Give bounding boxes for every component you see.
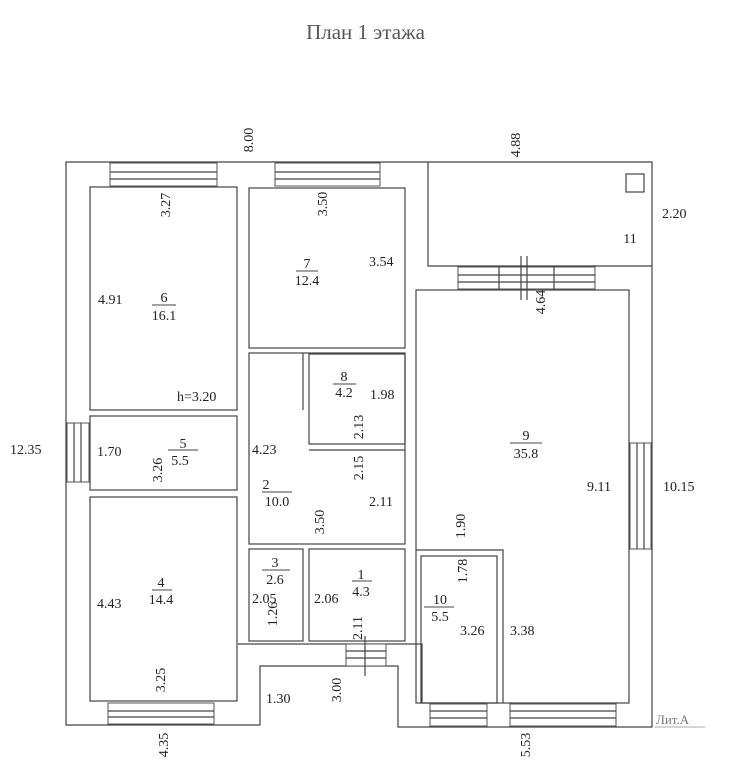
svg-text:11: 11 — [623, 232, 636, 247]
windows — [66, 162, 652, 727]
room-5 — [89, 415, 238, 491]
svg-text:8.00: 8.00 — [242, 128, 257, 153]
svg-text:2.11: 2.11 — [351, 616, 366, 640]
svg-text:9: 9 — [523, 429, 530, 444]
svg-text:h=3.20: h=3.20 — [177, 390, 216, 405]
svg-text:2.13: 2.13 — [352, 415, 367, 440]
svg-text:5: 5 — [180, 437, 187, 452]
svg-text:10: 10 — [433, 593, 447, 608]
svg-text:3.26: 3.26 — [460, 624, 485, 639]
svg-text:9.11: 9.11 — [587, 480, 611, 495]
room-4 — [89, 496, 238, 702]
room-1 — [308, 548, 406, 642]
room-3 — [248, 548, 304, 642]
svg-text:5.5: 5.5 — [431, 610, 449, 625]
liter-label: Лит.А — [656, 712, 690, 727]
svg-text:2.11: 2.11 — [369, 495, 393, 510]
svg-text:4.23: 4.23 — [252, 443, 277, 458]
svg-text:4.88: 4.88 — [509, 133, 524, 158]
svg-text:4.35: 4.35 — [157, 733, 172, 758]
svg-text:4.91: 4.91 — [98, 293, 123, 308]
svg-text:1.78: 1.78 — [456, 559, 471, 584]
svg-text:3.26: 3.26 — [151, 458, 166, 483]
svg-text:3.50: 3.50 — [313, 510, 328, 535]
svg-text:3: 3 — [272, 556, 279, 571]
svg-text:1.70: 1.70 — [97, 445, 122, 460]
room-9 — [415, 289, 630, 704]
svg-text:3.25: 3.25 — [154, 668, 169, 693]
svg-text:10.0: 10.0 — [265, 495, 290, 510]
svg-text:5.5: 5.5 — [171, 454, 189, 469]
svg-text:2.05: 2.05 — [252, 592, 277, 607]
svg-text:4.3: 4.3 — [352, 585, 370, 600]
dimension-labels: 8.00 4.88 2.20 12.35 10.15 4.35 5.53 3.2… — [10, 128, 695, 758]
room-8 — [308, 353, 406, 445]
room-10-wall — [416, 549, 504, 703]
svg-text:2.20: 2.20 — [662, 207, 687, 222]
svg-text:4.43: 4.43 — [97, 597, 122, 612]
svg-text:16.1: 16.1 — [152, 309, 177, 324]
svg-text:10.15: 10.15 — [663, 480, 695, 495]
svg-text:8: 8 — [341, 370, 348, 385]
room-2-partition — [302, 353, 405, 451]
svg-text:4: 4 — [158, 576, 165, 591]
svg-text:1.90: 1.90 — [454, 514, 469, 539]
svg-text:2.15: 2.15 — [352, 456, 367, 481]
svg-text:1: 1 — [358, 568, 365, 583]
room-7 — [248, 187, 406, 349]
svg-text:6: 6 — [161, 291, 168, 306]
room-6 — [89, 186, 238, 411]
svg-text:3.00: 3.00 — [330, 678, 345, 703]
svg-text:4.64: 4.64 — [534, 290, 549, 315]
svg-text:3.54: 3.54 — [369, 255, 394, 270]
svg-text:3.50: 3.50 — [316, 192, 331, 217]
svg-text:7: 7 — [304, 257, 311, 272]
svg-text:2.06: 2.06 — [314, 592, 339, 607]
svg-text:2.6: 2.6 — [266, 573, 284, 588]
svg-text:1.26: 1.26 — [266, 602, 281, 627]
svg-text:35.8: 35.8 — [514, 447, 539, 462]
chimney-icon — [625, 173, 645, 193]
svg-text:1.98: 1.98 — [370, 388, 395, 403]
svg-text:12.4: 12.4 — [295, 274, 320, 289]
svg-text:2: 2 — [263, 478, 270, 493]
room-labels: 7 12.4 6 16.1 84.2 5 5.5 2 10.0 9 35.8 3 2.6 4… — [149, 232, 637, 625]
room-10 — [420, 555, 498, 704]
entry-wall — [238, 643, 423, 703]
svg-text:3.27: 3.27 — [159, 193, 174, 218]
svg-text:1.30: 1.30 — [266, 692, 291, 707]
plan-title: План 1 этажа — [306, 20, 425, 44]
room-2 — [248, 352, 406, 545]
room-11-boundary — [427, 162, 652, 267]
svg-text:3.38: 3.38 — [510, 624, 535, 639]
svg-text:12.35: 12.35 — [10, 443, 42, 458]
svg-text:4.2: 4.2 — [335, 386, 353, 401]
svg-text:5.53: 5.53 — [519, 733, 534, 758]
svg-text:14.4: 14.4 — [149, 593, 174, 608]
outer-wall — [65, 161, 653, 728]
